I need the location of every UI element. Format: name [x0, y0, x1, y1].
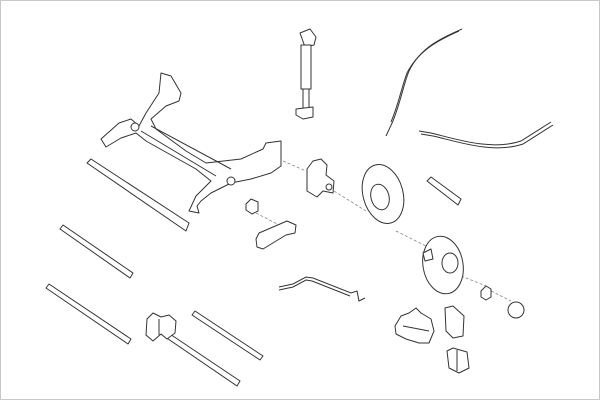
torsion-bar — [86, 158, 190, 232]
small-bushing — [245, 198, 259, 215]
handbrake-cable-1 — [385, 28, 463, 137]
hub-nut — [480, 285, 492, 301]
brake-backplate — [361, 164, 405, 224]
brake-pads — [446, 347, 470, 374]
tie-rod-1 — [59, 224, 134, 279]
shock-absorber — [295, 28, 317, 120]
brake-caliper — [394, 307, 435, 344]
tie-rod-2 — [45, 283, 132, 345]
caliper-carrier — [444, 305, 465, 339]
handbrake-cable-2 — [418, 121, 554, 149]
assembly-guide-lines — [255, 160, 512, 302]
bushing-pair — [145, 312, 177, 342]
brake-disc-hub — [422, 235, 464, 295]
mounting-bracket — [255, 220, 297, 250]
tie-rod-3 — [191, 310, 264, 361]
rear-subframe — [100, 72, 282, 214]
wheel-knuckle — [306, 158, 335, 198]
dust-cap — [507, 301, 525, 319]
stabilizer-link — [426, 176, 462, 206]
brake-hose — [278, 276, 366, 302]
